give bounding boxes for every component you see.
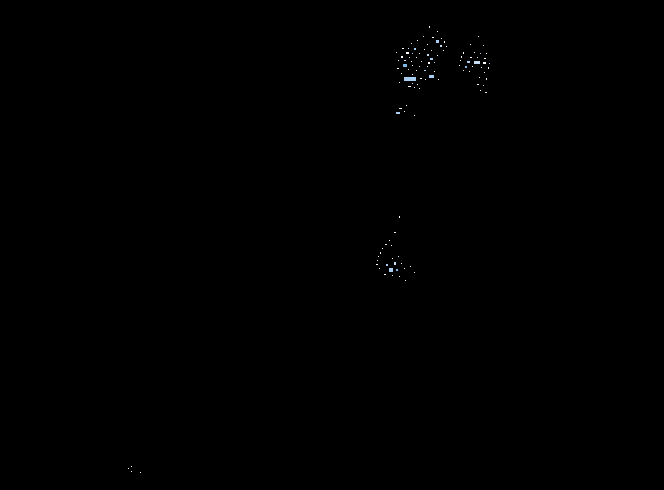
dark-photograph: [0, 0, 664, 490]
highlight-speckle-layer: [0, 0, 664, 490]
